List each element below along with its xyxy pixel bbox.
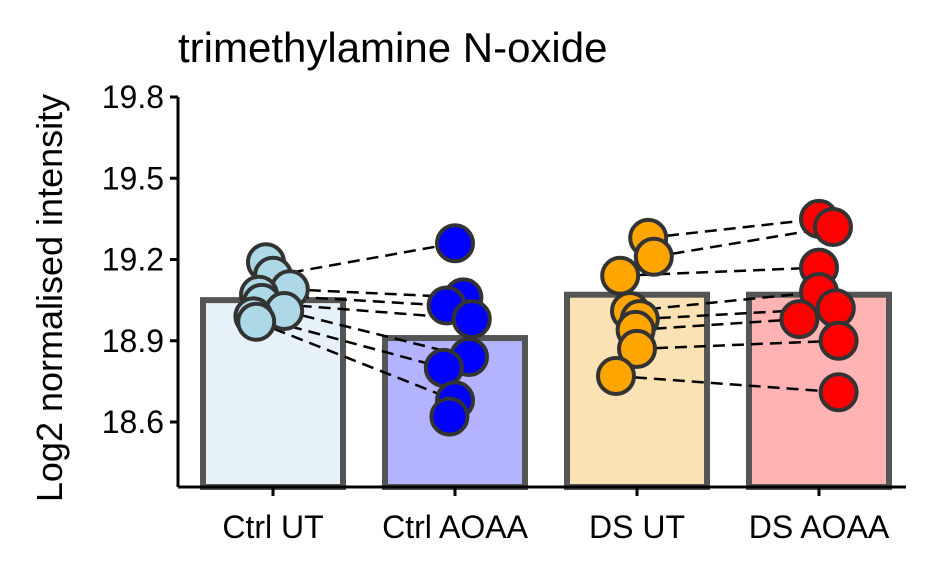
- data-point-ds-aoaa-7: [818, 372, 859, 413]
- pair-line-ds-1: [653, 225, 834, 259]
- y-tick-label-1: 18.9: [102, 323, 164, 359]
- data-point-ctrl-ut-7: [236, 301, 277, 342]
- pair-line-ds-0: [648, 217, 820, 240]
- points-layer: [233, 198, 859, 437]
- y-tick-label-3: 19.5: [102, 160, 164, 196]
- pair-line-ctrl-5: [253, 315, 445, 370]
- data-point-ds-ut-1: [633, 236, 674, 277]
- data-point-ctrl-aoaa-3: [451, 299, 492, 340]
- x-tick-label-3: DS AOAA: [749, 509, 890, 545]
- data-point-ds-aoaa-6: [818, 320, 859, 361]
- y-axis-label: Log2 normalised intensity: [29, 94, 70, 502]
- chart-title: trimethylamine N-oxide: [178, 24, 607, 71]
- data-point-ds-aoaa-5: [779, 299, 820, 340]
- data-point-ds-aoaa-4: [815, 288, 856, 329]
- data-point-ctrl-aoaa-0: [435, 223, 475, 264]
- pair-lines-layer: [253, 217, 839, 402]
- data-point-ds-ut-2: [600, 255, 641, 296]
- pair-line-ctrl-2: [258, 293, 447, 307]
- pair-line-ds-5: [635, 317, 800, 332]
- x-tick-label-0: Ctrl UT: [222, 509, 323, 545]
- x-tick-label-2: DS UT: [589, 509, 685, 545]
- pair-line-ds-6: [636, 339, 839, 351]
- y-tick-label-0: 18.6: [102, 404, 164, 440]
- pair-line-ctrl-0: [272, 242, 456, 277]
- y-tick-label-2: 19.2: [102, 242, 164, 278]
- pair-line-ctrl-6: [255, 320, 456, 402]
- x-tick-label-1: Ctrl AOAA: [382, 509, 528, 545]
- pair-line-ds-3: [629, 290, 820, 313]
- data-point-ds-aoaa-1: [813, 207, 853, 247]
- pair-line-ds-2: [620, 266, 820, 277]
- data-point-ds-ut-7: [596, 355, 636, 396]
- data-point-ctrl-aoaa-7: [429, 396, 470, 437]
- y-tick-label-4: 19.8: [102, 79, 164, 115]
- data-point-ds-ut-6: [617, 328, 657, 369]
